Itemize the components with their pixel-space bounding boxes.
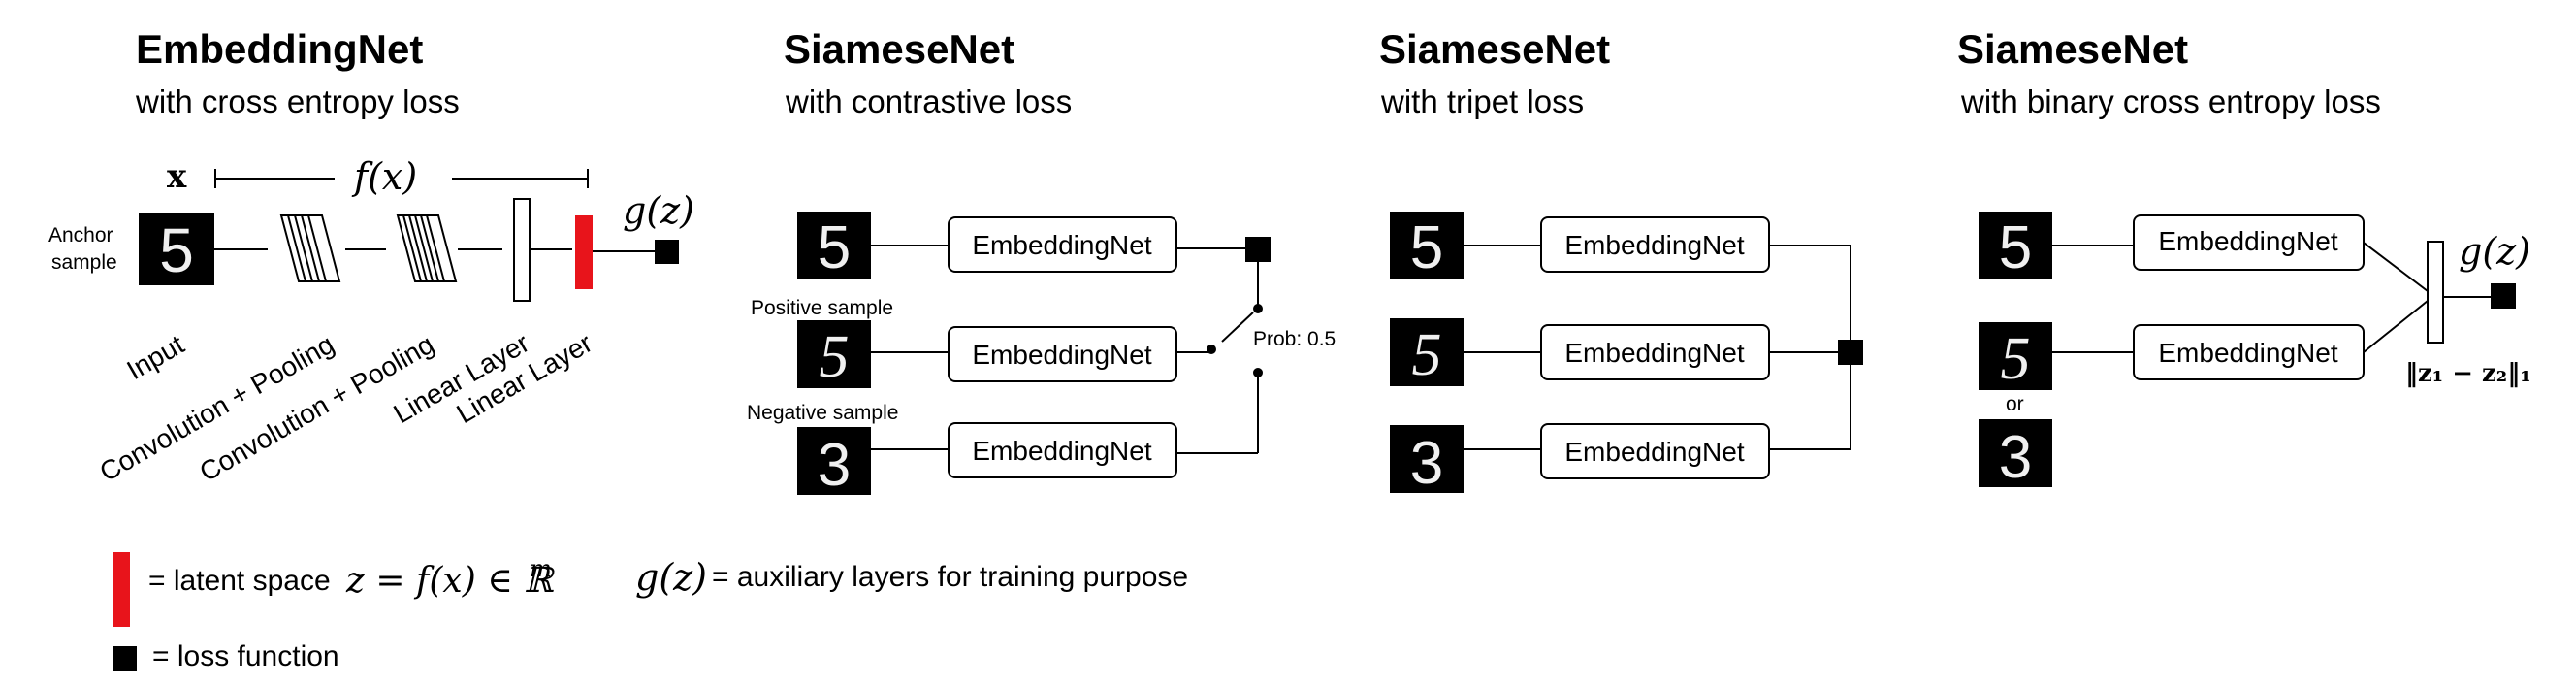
svg-text:5: 5 <box>159 215 194 285</box>
svg-text:EmbeddingNet: EmbeddingNet <box>2158 338 2337 368</box>
anchor-digit-image: 5 <box>1979 212 2052 281</box>
positive-digit-image: 5 <box>797 320 871 390</box>
svg-text:5: 5 <box>818 214 851 281</box>
embeddingnet-box: EmbeddingNet <box>2133 324 2365 380</box>
legend-latent-swatch <box>113 552 130 627</box>
panel-3-subtitle: with tripet loss <box>1380 83 1584 119</box>
embeddingnet-box: EmbeddingNet <box>948 422 1177 478</box>
positive-sample-label: Positive sample <box>751 297 893 319</box>
panel-1-title: EmbeddingNet <box>136 26 423 72</box>
embeddingnet-box: EmbeddingNet <box>1540 216 1770 273</box>
svg-text:5: 5 <box>820 324 850 390</box>
legend-latent-sup: m <box>530 555 552 582</box>
switch-wiring <box>1176 247 1263 454</box>
panel-2-title: SiameseNet <box>784 26 1014 72</box>
negative-sample-label: Negative sample <box>747 402 898 424</box>
conv-stack-1 <box>279 214 341 282</box>
legend-latent-text: = latent space <box>148 565 331 597</box>
svg-text:5: 5 <box>1999 214 2032 281</box>
legend-loss-swatch <box>113 646 137 671</box>
legend-aux-text: = auxiliary layers for training purpose <box>712 561 1188 593</box>
positive-digit-image: 5 <box>1390 318 1464 388</box>
anchor-digit-image: 5 <box>139 213 214 285</box>
bce-wiring <box>2363 242 2491 353</box>
fx-bracket <box>214 169 589 188</box>
layer-label-input: Input <box>122 329 190 385</box>
anchor-label-line1: Anchor <box>48 224 113 246</box>
loss-square <box>655 240 679 264</box>
gz-label-panel1: g(z) <box>623 189 694 232</box>
panel-4-subtitle: with binary cross entropy loss <box>1960 83 2381 119</box>
svg-text:EmbeddingNet: EmbeddingNet <box>2158 226 2337 256</box>
svg-text:EmbeddingNet: EmbeddingNet <box>1564 230 1744 260</box>
linear-layer <box>513 198 531 302</box>
latent-space-layer <box>575 215 593 289</box>
legend-latent-formula: z = f(x) ∈ ℝ <box>345 561 555 601</box>
svg-text:3: 3 <box>818 432 851 499</box>
svg-text:5: 5 <box>2001 326 2031 392</box>
legend-aux-formula: g(z) <box>635 556 707 599</box>
svg-text:EmbeddingNet: EmbeddingNet <box>1564 437 1744 467</box>
fx-label: f(x) <box>351 155 417 198</box>
distance-layer <box>2427 241 2444 344</box>
negative-digit-image: 3 <box>797 427 871 499</box>
loss-square <box>1838 340 1863 365</box>
l1-norm-label: ‖z₁ − z₂‖₁ <box>2405 359 2531 388</box>
prob-label: Prob: 0.5 <box>1253 328 1336 350</box>
embeddingnet-box: EmbeddingNet <box>948 216 1177 273</box>
panel-4-title: SiameseNet <box>1957 26 2188 72</box>
loss-square <box>1245 237 1271 262</box>
input-x-label: x <box>167 157 187 196</box>
negative-digit-image: 3 <box>1979 419 2052 491</box>
svg-text:EmbeddingNet: EmbeddingNet <box>1564 338 1744 368</box>
svg-text:3: 3 <box>1999 424 2032 491</box>
svg-text:5: 5 <box>1410 214 1443 281</box>
svg-text:3: 3 <box>1410 430 1443 497</box>
embeddingnet-box: EmbeddingNet <box>2133 214 2365 271</box>
gz-label-panel4: g(z) <box>2459 230 2530 273</box>
loss-square <box>2491 283 2516 309</box>
or-label: or <box>2006 393 2024 415</box>
panel-1-subtitle: with cross entropy loss <box>135 83 460 119</box>
panel-3-title: SiameseNet <box>1379 26 1610 72</box>
positive-digit-image: 5 <box>1979 322 2052 392</box>
anchor-label-line2: sample <box>51 251 117 274</box>
anchor-digit-image: 5 <box>1390 212 1464 281</box>
anchor-digit-image: 5 <box>797 212 871 281</box>
svg-text:5: 5 <box>1412 322 1442 388</box>
negative-digit-image: 3 <box>1390 425 1464 497</box>
embeddingnet-box: EmbeddingNet <box>1540 324 1770 380</box>
legend-loss-text: = loss function <box>152 640 339 673</box>
conv-stack-2 <box>396 214 458 282</box>
svg-text:EmbeddingNet: EmbeddingNet <box>972 436 1151 466</box>
svg-text:EmbeddingNet: EmbeddingNet <box>972 340 1151 370</box>
embeddingnet-box: EmbeddingNet <box>948 326 1177 382</box>
embeddingnet-box: EmbeddingNet <box>1540 423 1770 479</box>
panel-2-subtitle: with contrastive loss <box>785 83 1072 119</box>
svg-text:EmbeddingNet: EmbeddingNet <box>972 230 1151 260</box>
